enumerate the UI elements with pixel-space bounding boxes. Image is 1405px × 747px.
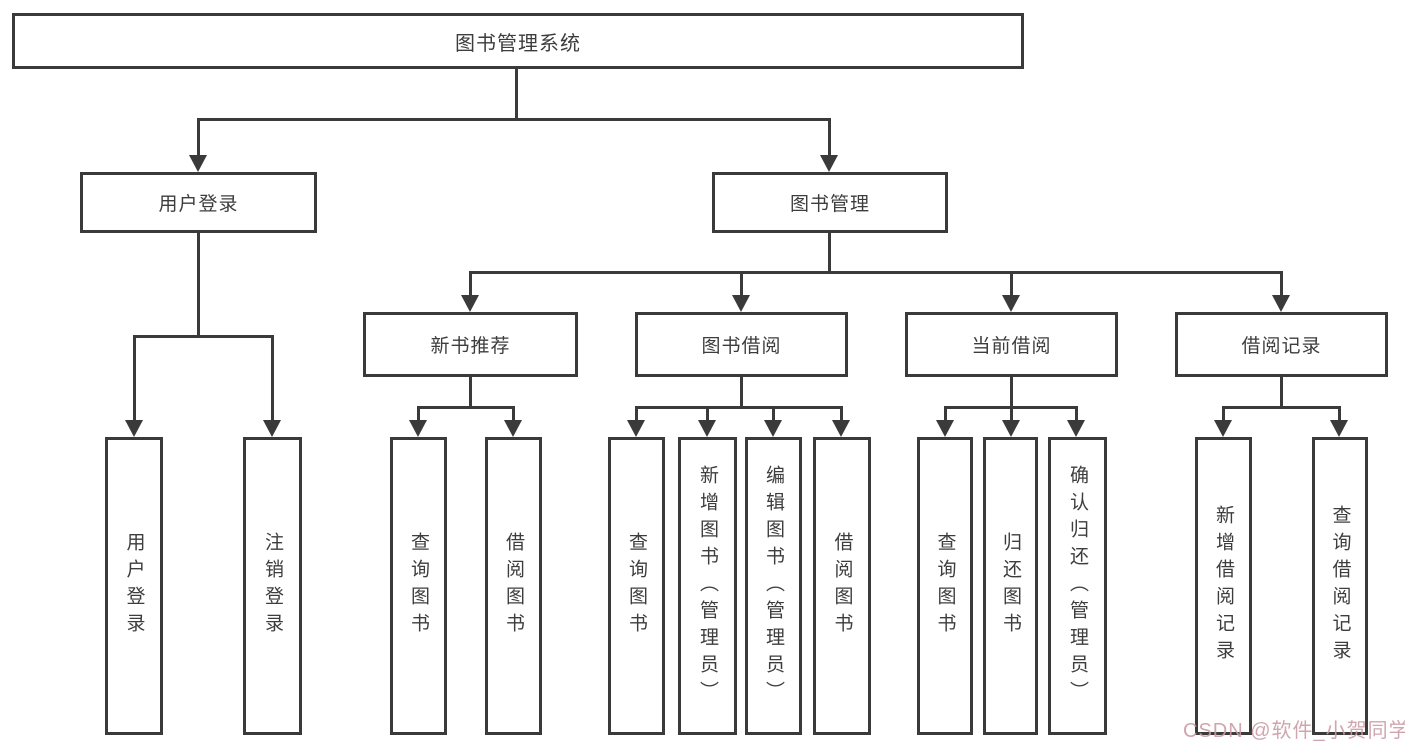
arrowhead-edit-book <box>764 420 782 437</box>
csdn-watermark: CSDN @软件_小贺同学 <box>1183 720 1405 742</box>
arrowhead-borrow-book <box>832 420 850 437</box>
leaf-return-book-label: 归还图书 <box>1000 532 1021 640</box>
arrowhead-current-borrow <box>1002 295 1020 312</box>
leaf-logout-label: 注销登录 <box>262 532 283 640</box>
arrowhead-borrow-query <box>627 420 645 437</box>
node-borrow-record-label: 借阅记录 <box>1241 336 1322 357</box>
connector-to-query-record <box>1338 406 1341 420</box>
connector-to-leaf-logout <box>271 335 274 420</box>
node-current-borrow-label: 当前借阅 <box>971 336 1052 357</box>
leaf-user-login: 用户登录 <box>105 437 163 735</box>
arrowhead-leaf-logout <box>263 420 281 437</box>
node-root: 图书管理系统 <box>12 13 1024 69</box>
node-current-borrow: 当前借阅 <box>905 312 1118 377</box>
connector-to-book-management <box>828 118 831 156</box>
connector-to-new-book-recommend <box>469 271 472 296</box>
leaf-recommend-query-book-label: 查询图书 <box>408 532 429 640</box>
connector-record-rail <box>1222 406 1340 409</box>
connector-to-add-record <box>1222 406 1225 420</box>
arrowhead-book-borrow <box>732 295 750 312</box>
connector-recommend-rail <box>417 406 515 409</box>
node-book-borrow-label: 图书借阅 <box>701 336 782 357</box>
leaf-borrow-query-book: 查询图书 <box>608 437 665 735</box>
node-root-label: 图书管理系统 <box>455 32 581 55</box>
arrowhead-current-query <box>936 420 954 437</box>
leaf-logout: 注销登录 <box>243 437 302 735</box>
leaf-add-borrow-record-label: 新增借阅记录 <box>1213 505 1234 667</box>
leaf-current-query-book-label: 查询图书 <box>934 532 956 640</box>
connector-to-borrow-record <box>1280 271 1283 296</box>
leaf-add-borrow-record: 新增借阅记录 <box>1195 437 1252 735</box>
node-book-management-label: 图书管理 <box>789 194 870 215</box>
connector-root-rail <box>197 118 831 121</box>
leaf-query-borrow-record: 查询借阅记录 <box>1312 437 1368 735</box>
leaf-return-book: 归还图书 <box>983 437 1038 735</box>
connector-to-edit-book <box>772 406 775 420</box>
leaf-borrow-book: 借阅图书 <box>813 437 871 735</box>
connector-book-management-stem <box>828 233 831 271</box>
connector-to-borrow-query <box>635 406 638 420</box>
arrowhead-leaf-user-login <box>125 420 143 437</box>
leaf-borrow-query-book-label: 查询图书 <box>626 532 647 640</box>
connector-to-book-borrow <box>740 271 743 296</box>
connector-to-leaf-user-login <box>133 335 136 420</box>
leaf-confirm-return-admin-label: 确认归还（管理员） <box>1067 464 1088 708</box>
leaf-query-borrow-record-label: 查询借阅记录 <box>1329 505 1351 667</box>
leaf-edit-book-admin: 编辑图书（管理员） <box>745 437 802 735</box>
arrowhead-recommend-query <box>409 420 427 437</box>
arrowhead-user-login <box>189 155 207 172</box>
arrowhead-add-record <box>1214 420 1232 437</box>
leaf-recommend-query-book: 查询图书 <box>390 437 447 735</box>
connector-root-stem <box>515 69 518 118</box>
node-book-management: 图书管理 <box>712 172 948 233</box>
leaf-user-login-label: 用户登录 <box>123 532 145 640</box>
connector-to-current-borrow <box>1010 271 1013 296</box>
leaf-edit-book-admin-label: 编辑图书（管理员） <box>763 464 784 708</box>
connector-to-recommend-borrow <box>512 406 515 420</box>
connector-user-login-stem <box>197 233 200 335</box>
node-book-borrow: 图书借阅 <box>635 312 848 377</box>
node-new-book-recommend-label: 新书推荐 <box>430 336 511 357</box>
connector-to-user-login <box>197 118 200 156</box>
arrowhead-confirm-return <box>1067 420 1085 437</box>
connector-recommend-stem <box>469 377 472 406</box>
arrowhead-new-book-recommend <box>461 295 479 312</box>
connector-to-current-query <box>944 406 947 420</box>
leaf-borrow-book-label: 借阅图书 <box>831 532 853 640</box>
connector-current-stem <box>1010 377 1013 406</box>
leaf-recommend-borrow-book: 借阅图书 <box>485 437 542 735</box>
leaf-current-query-book: 查询图书 <box>917 437 973 735</box>
arrowhead-return-book <box>1002 420 1020 437</box>
node-borrow-record: 借阅记录 <box>1175 312 1388 377</box>
arrowhead-book-management <box>820 155 838 172</box>
connector-book-borrow-rail <box>635 406 843 409</box>
connector-to-borrow-book <box>840 406 843 420</box>
node-user-login-label: 用户登录 <box>158 194 239 215</box>
arrowhead-recommend-borrow <box>504 420 522 437</box>
leaf-confirm-return-admin: 确认归还（管理员） <box>1048 437 1107 735</box>
leaf-recommend-borrow-book-label: 借阅图书 <box>503 532 524 640</box>
arrowhead-query-record <box>1330 420 1348 437</box>
connector-book-borrow-stem <box>740 377 743 406</box>
connector-to-add-book <box>706 406 709 420</box>
leaf-add-book-admin-label: 新增图书（管理员） <box>697 464 718 708</box>
leaf-add-book-admin: 新增图书（管理员） <box>678 437 737 735</box>
arrowhead-add-book <box>698 420 716 437</box>
connector-record-stem <box>1280 377 1283 406</box>
node-user-login: 用户登录 <box>80 172 317 233</box>
node-new-book-recommend: 新书推荐 <box>363 312 578 377</box>
connector-to-confirm-return <box>1075 406 1078 420</box>
connector-book-management-rail <box>469 271 1283 274</box>
arrowhead-borrow-record <box>1272 295 1290 312</box>
connector-to-recommend-query <box>417 406 420 420</box>
connector-to-return-book <box>1010 406 1013 420</box>
connector-user-login-rail <box>133 335 274 338</box>
